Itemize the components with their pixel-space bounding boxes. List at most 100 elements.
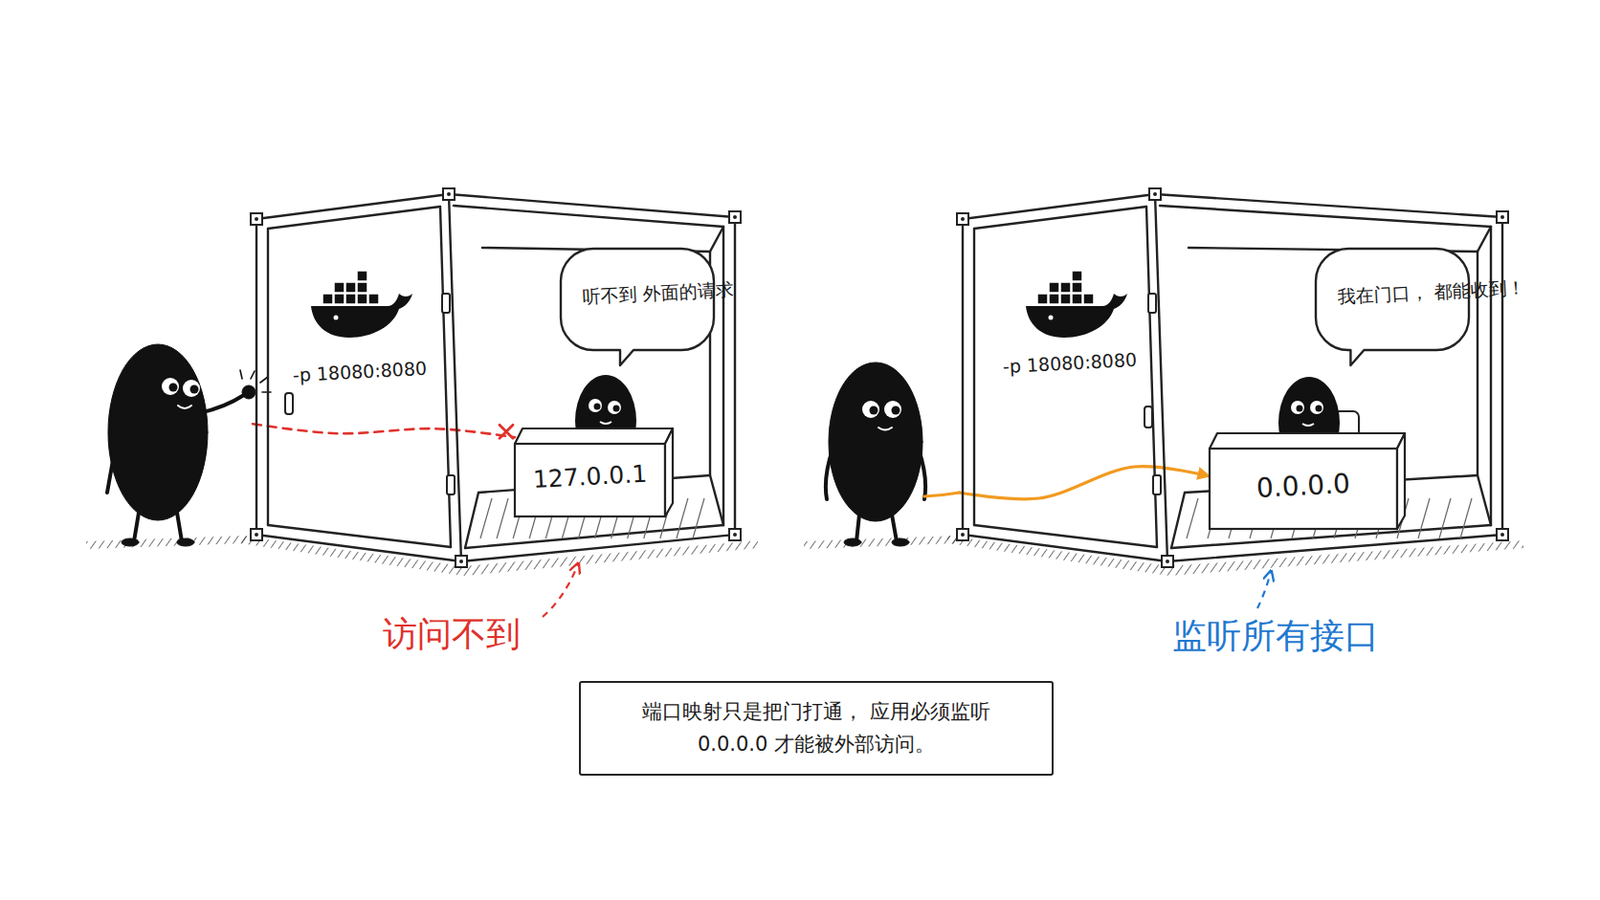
connector-group [958, 466, 1210, 500]
visitor-figure [825, 362, 926, 547]
eye [588, 399, 602, 413]
corner-bolt [1500, 215, 1505, 220]
request-connector [958, 466, 1210, 500]
frame-line [710, 475, 724, 526]
corner-casting [1149, 188, 1161, 200]
eye [1310, 400, 1324, 415]
listen-address: 0.0.0.0 [1255, 467, 1352, 506]
speech-bubble: 我在门口， 都能收到！ [1315, 248, 1469, 351]
container-frame [956, 188, 1509, 568]
floor-line [1418, 498, 1430, 539]
floor-line [676, 498, 689, 539]
docker-container: -p 18080:8080 我在门口， 都能收到！ 0.0.0.0 [958, 188, 1511, 567]
eye [161, 377, 179, 396]
body [828, 362, 923, 522]
desk-top [1209, 433, 1405, 449]
arm [199, 395, 245, 414]
frame-line [1155, 194, 1168, 562]
pupil [1296, 405, 1304, 413]
frame-line [465, 525, 724, 549]
foot [891, 538, 910, 547]
desk-box: 0.0.0.0 [1209, 433, 1405, 530]
docker-logo [1025, 270, 1128, 338]
corner-bolt [733, 215, 737, 220]
corner-casting [1161, 555, 1174, 568]
corner-bolt [960, 533, 965, 537]
hand [242, 385, 256, 400]
container-frame [250, 188, 741, 568]
logo-box [333, 282, 345, 293]
eye [607, 400, 622, 415]
frame-line [448, 194, 735, 218]
corner-casting [729, 529, 741, 541]
frame-line [453, 205, 724, 227]
corner-casting [250, 213, 263, 225]
corner-casting [729, 211, 741, 223]
eye [182, 379, 200, 398]
leg [177, 512, 182, 542]
corner-bolt [1500, 533, 1505, 537]
logo-box [1071, 282, 1083, 293]
whale-eye [1048, 315, 1054, 321]
foot [121, 538, 139, 547]
corner-bolt [733, 533, 737, 537]
logo-box [1048, 282, 1060, 293]
frame-line [256, 194, 449, 220]
logo-box [356, 293, 368, 305]
speech-bubble: 听不到 外面的请求 [560, 248, 714, 351]
foot [177, 538, 195, 547]
status-label: 访问不到 [382, 613, 521, 655]
smile [878, 427, 892, 431]
frame-line [961, 219, 964, 535]
whale-body [311, 293, 413, 338]
foot [844, 538, 862, 547]
corner-casting [443, 188, 455, 200]
logo-box [345, 293, 356, 305]
eye [862, 400, 880, 419]
pupil [594, 403, 601, 411]
leg [133, 512, 139, 542]
corner-bolt [1153, 192, 1157, 197]
eye [884, 400, 902, 419]
corner-bolt [446, 192, 451, 197]
request-connector [252, 423, 515, 438]
visitor-figure [107, 344, 271, 547]
pupil [1315, 405, 1323, 413]
docker-container: -p 18080:8080听不到 外面的请求127.0.0.1 [252, 188, 743, 567]
logo-box [1083, 293, 1094, 305]
corner-casting [1496, 529, 1509, 541]
frame-line [1489, 226, 1492, 526]
pupil [190, 385, 200, 395]
pupil [169, 383, 178, 393]
corner-casting [956, 529, 969, 541]
logo-box [356, 270, 368, 282]
desk-shape [514, 428, 673, 517]
leg [856, 514, 860, 542]
frame-line [465, 492, 479, 549]
desk-top [514, 428, 673, 445]
ground-hatch [86, 535, 247, 550]
corner-bolt [960, 217, 965, 222]
ground-hatch [239, 535, 758, 577]
frame-line [974, 525, 1157, 548]
logo-box [1048, 293, 1060, 305]
frame-line [267, 525, 451, 548]
leg [891, 514, 897, 542]
leader-arrow [1257, 572, 1271, 609]
frame-line [974, 206, 1147, 229]
frame-line [1477, 226, 1491, 252]
smile [1302, 423, 1314, 426]
frame-line [267, 206, 441, 229]
frame-line [710, 226, 724, 252]
logo-box [1037, 293, 1048, 305]
docker-logo [311, 270, 413, 338]
frame-line [1159, 205, 1491, 227]
request-path [924, 492, 960, 497]
port-flag: -p 18080:8080 [1001, 349, 1137, 378]
logo-box [322, 293, 334, 305]
frame-line [1477, 475, 1491, 526]
frame-line [962, 534, 1168, 562]
pupil [613, 405, 621, 413]
floor-line [480, 498, 492, 539]
listen-address: 127.0.0.1 [532, 460, 648, 495]
